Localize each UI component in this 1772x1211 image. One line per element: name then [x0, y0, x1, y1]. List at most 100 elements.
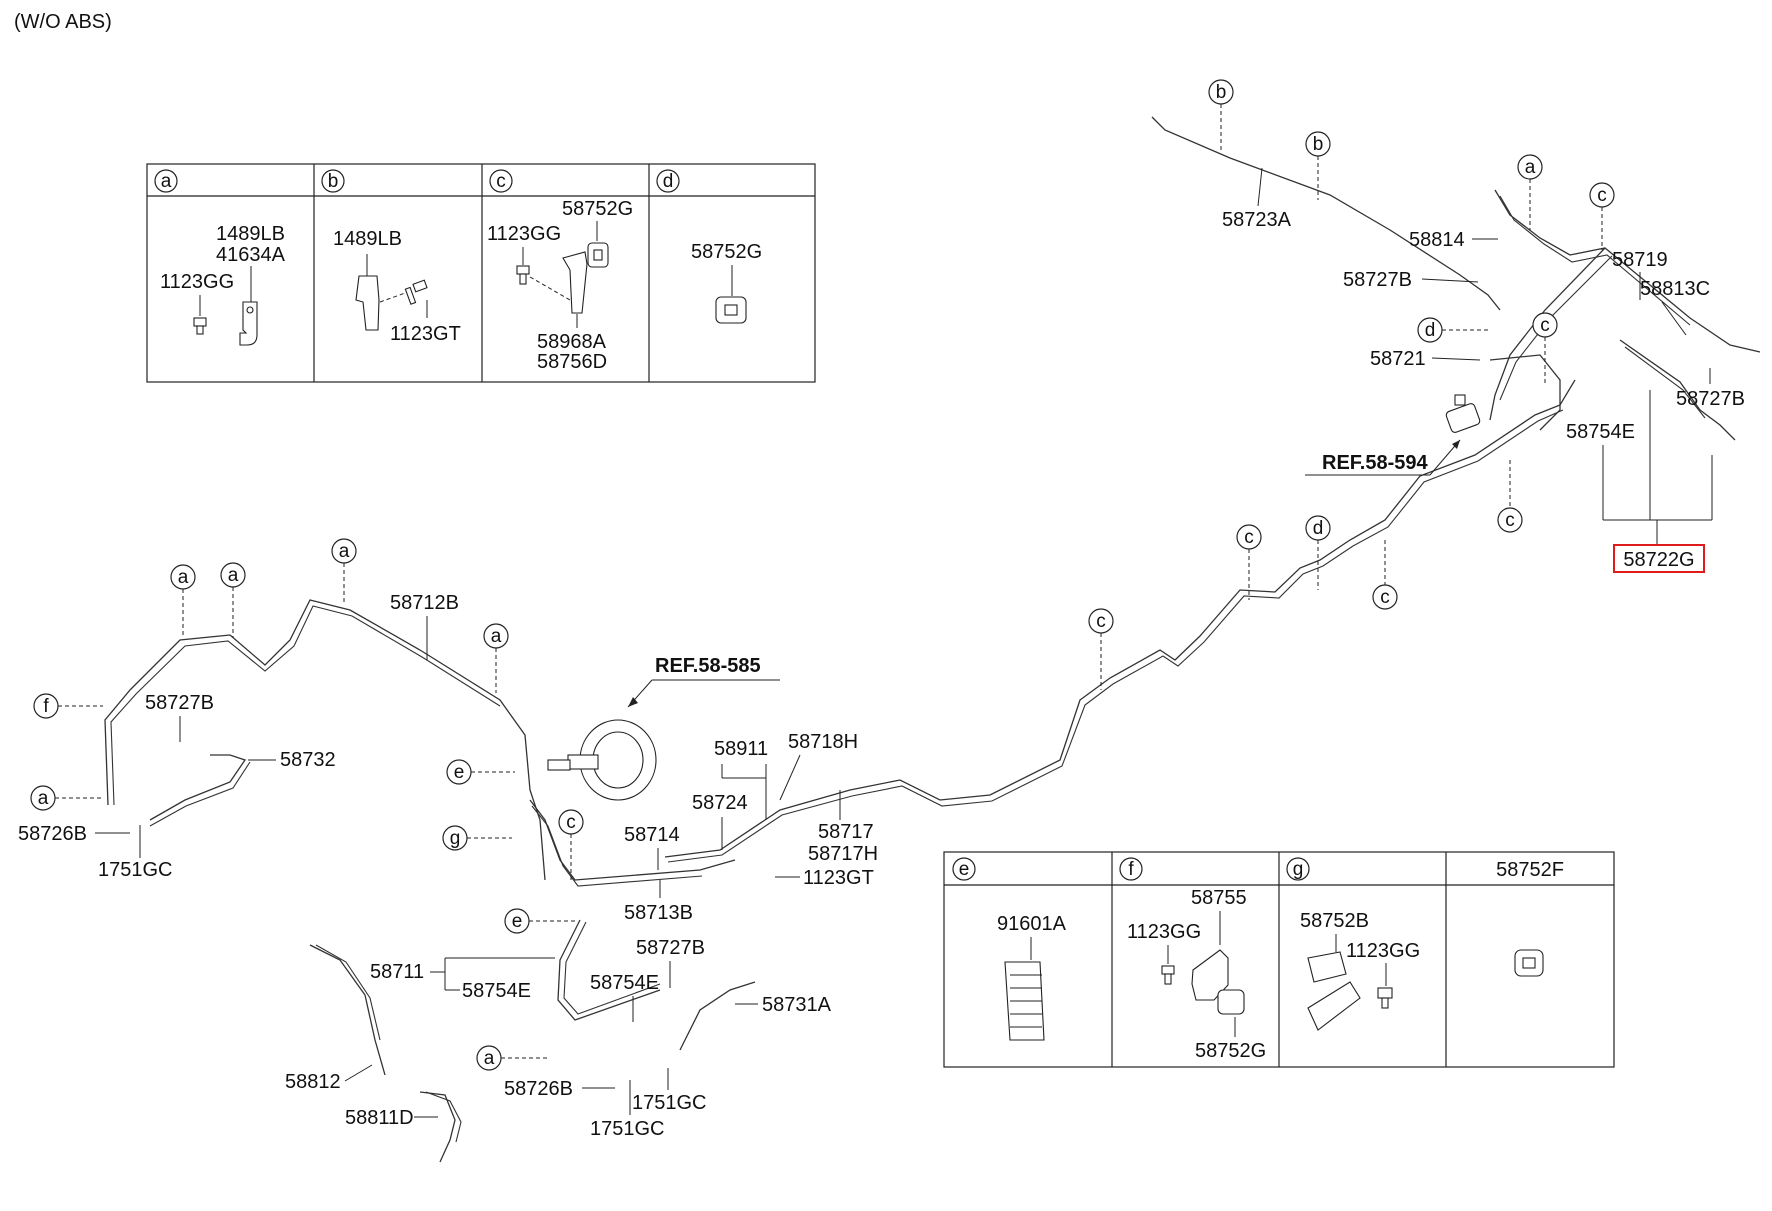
callout-b1: b: [1216, 82, 1227, 103]
brake-booster: [547, 719, 657, 801]
header-note: (W/O ABS): [14, 11, 112, 33]
label-58752G-c: 58752G: [562, 198, 633, 220]
label-1123GG-c: 1123GG: [487, 223, 561, 245]
callout-e2: e: [512, 911, 523, 932]
top-clip-table: a b c d 1489LB 41634A 1123GG 1489LB 1123…: [146, 163, 816, 383]
top-table-frame: [146, 163, 816, 383]
bolt-c: [516, 265, 530, 285]
bolt-a: [193, 317, 207, 335]
label-1489LB-b: 1489LB: [333, 228, 402, 250]
callout-c7: c: [566, 812, 576, 833]
label-41634A: 41634A: [216, 244, 286, 266]
label-58719: 58719: [1612, 249, 1668, 271]
label-58756D: 58756D: [537, 351, 607, 373]
label-58711: 58711: [370, 961, 424, 983]
label-1123GT-b: 1123GT: [390, 323, 461, 345]
callout-a7: a: [484, 1048, 495, 1069]
label-1123GT-front: 1123GT: [803, 867, 874, 889]
highlight-box-58722G: [1613, 544, 1705, 573]
callout-a2: a: [339, 541, 350, 562]
label-58727B-front: 58727B: [145, 692, 214, 714]
top-table-header-b: b: [328, 171, 339, 192]
clip-bracket-a: [239, 301, 258, 346]
label-58812: 58812: [285, 1071, 341, 1093]
proportioning-valve: [1445, 394, 1481, 433]
brake-lines: [104, 116, 1761, 1163]
clip-d: [715, 296, 747, 324]
callout-c5: c: [1380, 587, 1390, 608]
label-58752B: 58752B: [1300, 910, 1369, 932]
label-58721: 58721: [1370, 348, 1426, 370]
label-58712B: 58712B: [390, 592, 459, 614]
label-58911: 58911: [714, 738, 768, 760]
bolt-b: [404, 279, 428, 305]
label-1751GC-front: 1751GC: [98, 859, 173, 881]
bottom-table-header-g: g: [1293, 859, 1304, 880]
bracket-f: [1191, 949, 1245, 1015]
bracket-c: [562, 251, 588, 314]
callout-a1: a: [1525, 157, 1536, 178]
callout-c3: c: [1505, 510, 1515, 531]
label-58968A: 58968A: [537, 331, 607, 353]
clip-c: [587, 242, 609, 268]
label-58755: 58755: [1191, 887, 1247, 909]
label-58724: 58724: [692, 792, 748, 814]
callout-a5: a: [491, 626, 502, 647]
callout-c1: c: [1597, 185, 1607, 206]
label-58813C: 58813C: [1640, 278, 1710, 300]
label-58727B-center: 58727B: [636, 937, 705, 959]
callout-d2: d: [1313, 518, 1324, 539]
callout-d1: d: [1425, 320, 1436, 341]
ref-58-594: REF.58-594: [1322, 452, 1428, 474]
label-58754E-front: 58754E: [462, 980, 531, 1002]
clip-91601A: [1004, 961, 1045, 1041]
label-58718H: 58718H: [788, 731, 858, 753]
top-table-header-c: c: [496, 171, 506, 192]
label-58727B-rear-right: 58727B: [1676, 388, 1745, 410]
bolt-g: [1377, 987, 1393, 1009]
top-table-header-d: d: [663, 171, 674, 192]
label-58814: 58814: [1409, 229, 1465, 251]
label-1123GG-f: 1123GG: [1127, 921, 1201, 943]
bolt-f: [1161, 965, 1175, 985]
callouts: b b a c d c c c d c c a: [30, 79, 1615, 1071]
label-58754E-center: 58754E: [590, 972, 659, 994]
callout-g1: g: [450, 828, 461, 849]
part-labels: 58723A 58814 58727B 58719 58813C 58721 5…: [18, 167, 1745, 1140]
label-58731A: 58731A: [762, 994, 832, 1016]
label-58811D: 58811D: [345, 1107, 414, 1129]
clip-58752B: [1307, 951, 1361, 1031]
clip-bracket-b: [355, 275, 380, 331]
label-58752G-f: 58752G: [1195, 1040, 1266, 1062]
callout-b2: b: [1313, 134, 1324, 155]
label-91601A: 91601A: [997, 913, 1067, 935]
ref-58-585: REF.58-585: [655, 655, 761, 677]
clip-58752F: [1514, 949, 1544, 977]
bottom-table-header-e: e: [959, 859, 970, 880]
label-58723A: 58723A: [1222, 209, 1292, 231]
label-58726B-front: 58726B: [18, 823, 87, 845]
top-table-header-a: a: [161, 171, 172, 192]
callout-c4: c: [1244, 527, 1254, 548]
label-58722G: 58722G: [1623, 549, 1694, 571]
label-1489LB-a: 1489LB: [216, 223, 285, 245]
label-58714: 58714: [624, 824, 680, 846]
label-58727B-rear: 58727B: [1343, 269, 1412, 291]
label-58713B: 58713B: [624, 902, 693, 924]
label-58732: 58732: [280, 749, 336, 771]
bottom-table-header-58752F: 58752F: [1496, 859, 1564, 881]
callout-a6: a: [38, 788, 49, 809]
label-1751GC-center-2: 1751GC: [590, 1118, 665, 1140]
label-1751GC-center-1: 1751GC: [632, 1092, 707, 1114]
label-1123GG-a: 1123GG: [160, 271, 234, 293]
callout-a3: a: [178, 567, 189, 588]
callout-c6: c: [1096, 611, 1106, 632]
label-58717H: 58717H: [808, 843, 878, 865]
callout-e1: e: [454, 762, 465, 783]
label-58726B-center: 58726B: [504, 1078, 573, 1100]
label-58717: 58717: [818, 821, 874, 843]
callout-a4: a: [228, 565, 239, 586]
callout-f1: f: [43, 696, 49, 717]
label-1123GG-g: 1123GG: [1346, 940, 1420, 962]
